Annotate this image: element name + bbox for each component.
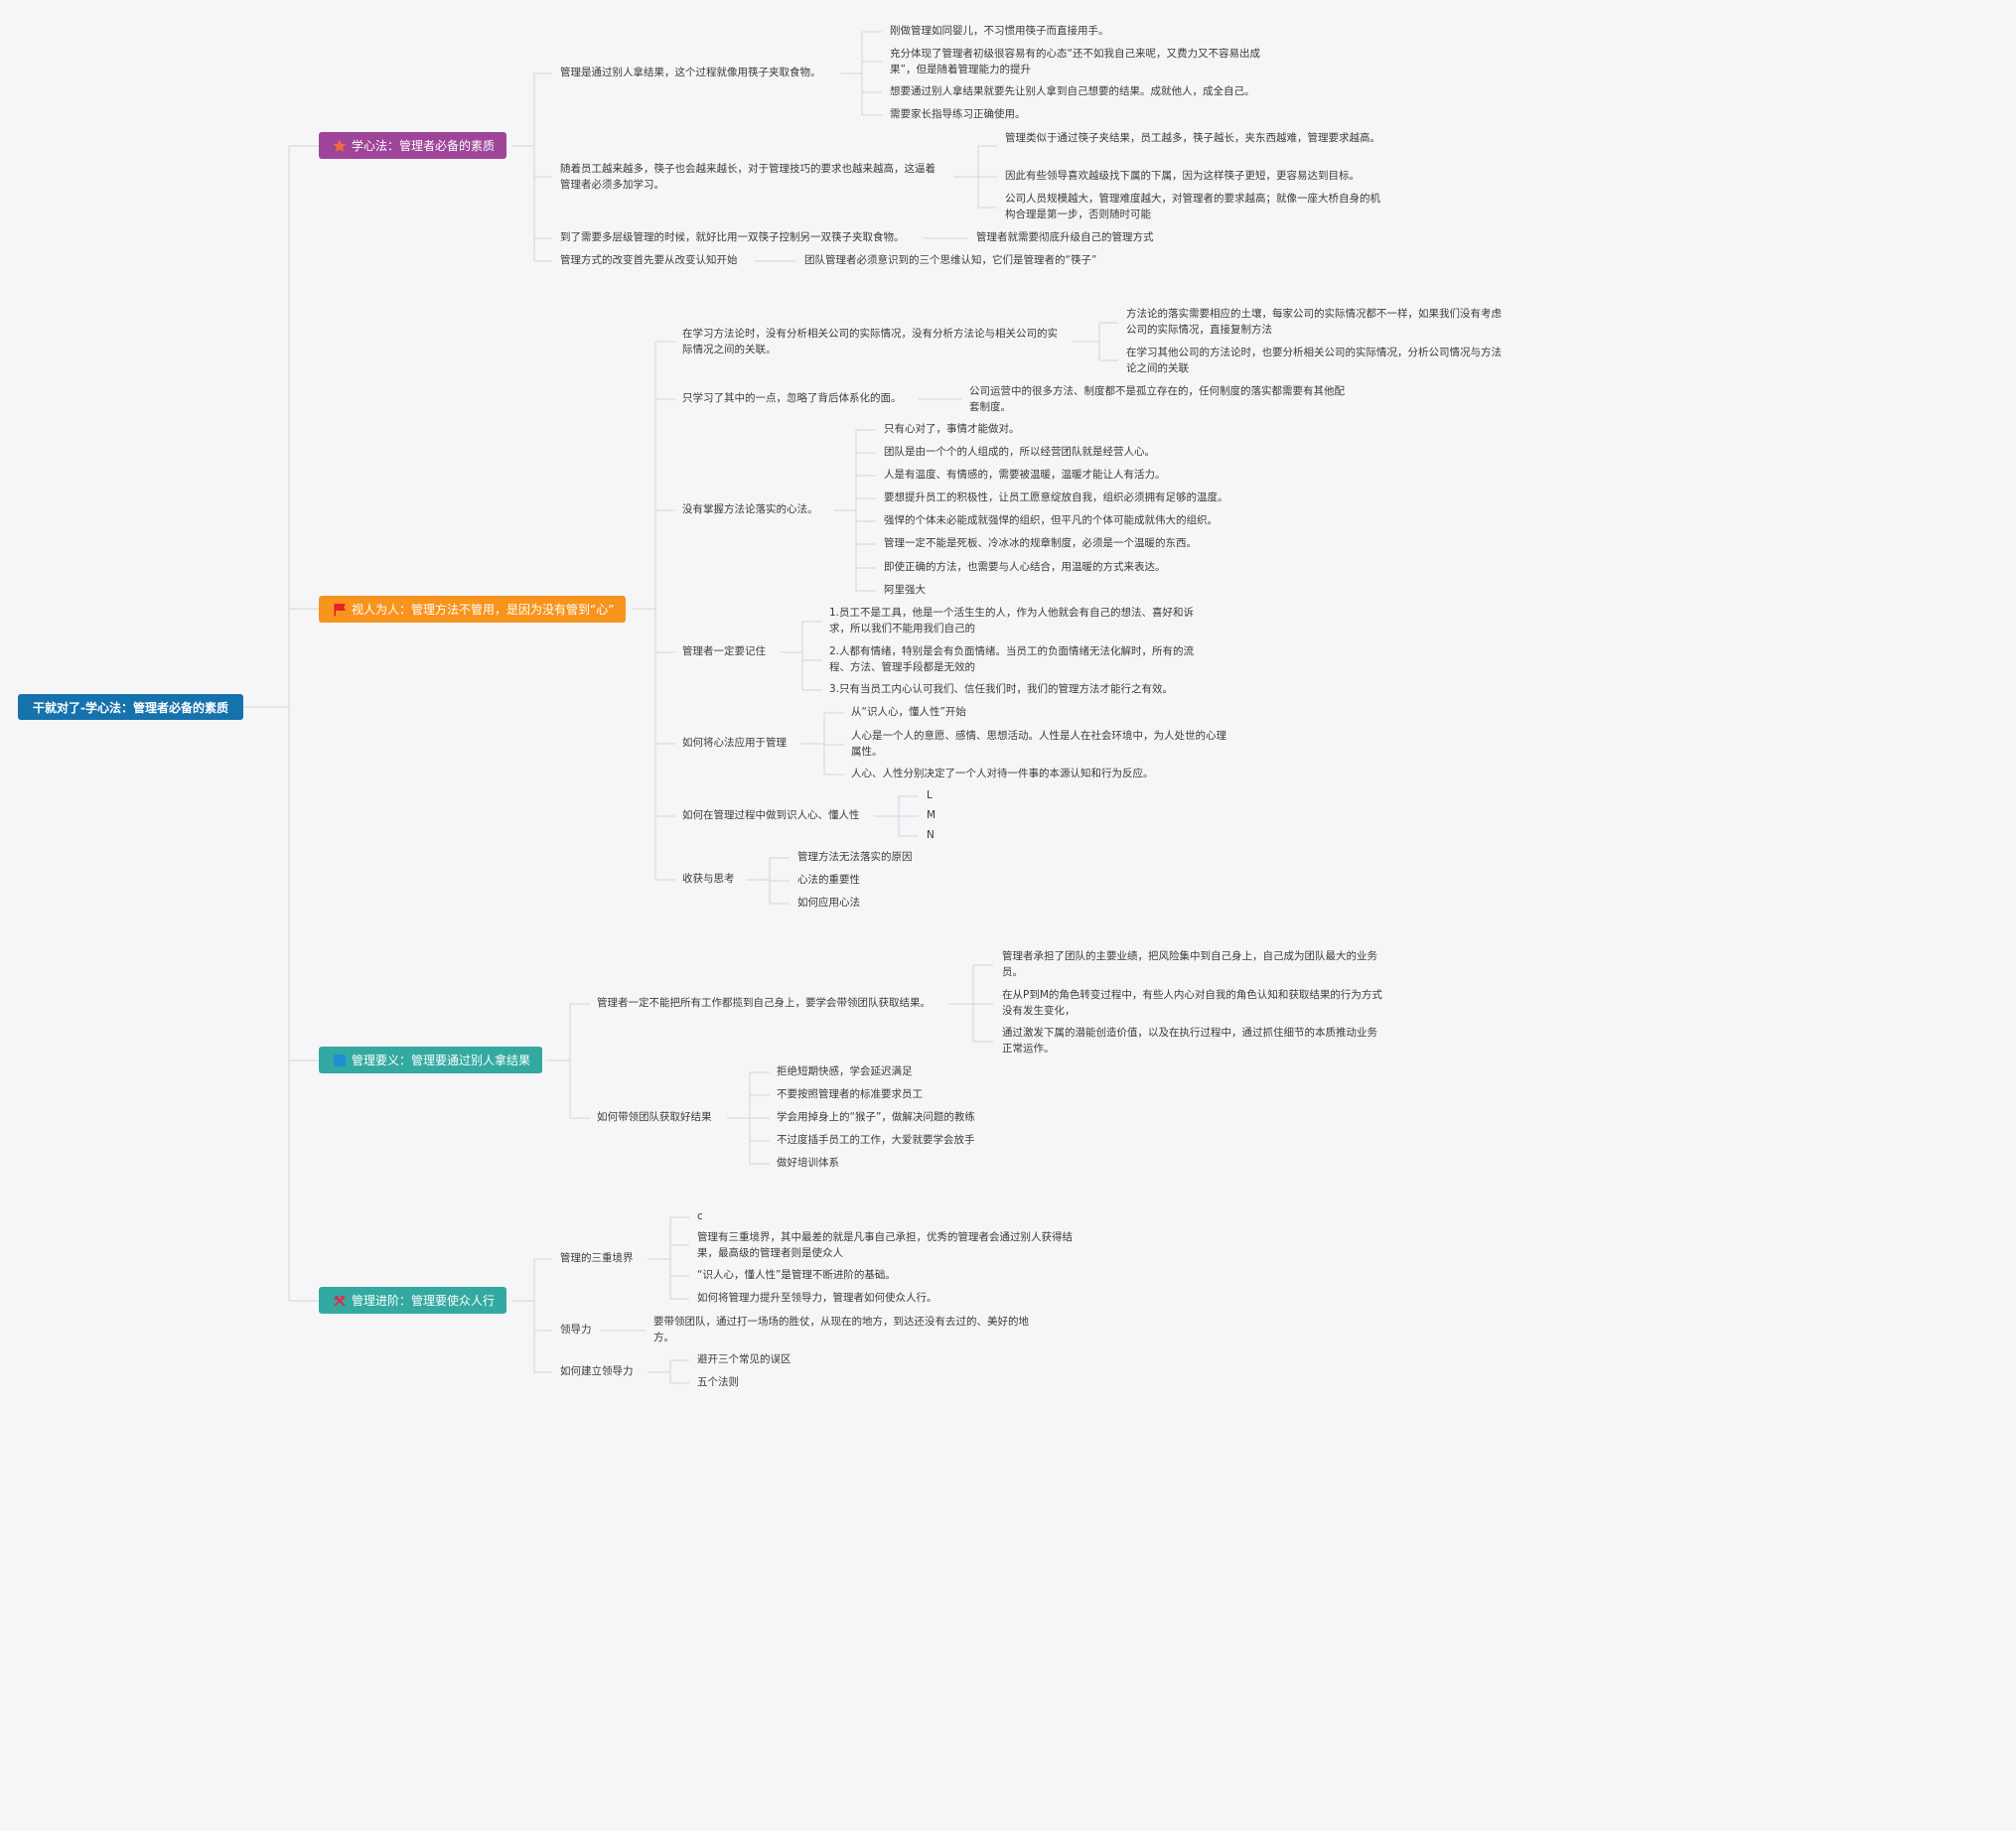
leaf-topic[interactable]: “识人心，懂人性”是管理不断进阶的基础。 bbox=[697, 1269, 896, 1281]
branch-label: 管理要义：管理要通过别人拿结果 bbox=[352, 1054, 531, 1067]
leaf-topic[interactable]: L bbox=[927, 789, 933, 801]
topic-node[interactable]: 只学习了其中的一点，忽略了背后体系化的面。 bbox=[682, 392, 902, 404]
leaf-topic[interactable]: c bbox=[697, 1210, 703, 1222]
topic-node[interactable]: 到了需要多层级管理的时候，就好比用一双筷子控制另一双筷子夹取食物。 bbox=[560, 231, 905, 243]
leaf-topic[interactable]: 心法的重要性 bbox=[797, 874, 860, 886]
leaf-topic[interactable]: 充分体现了管理者初级很容易有的心态“还不如我自己来呢，又费力又不容易出成果”，但… bbox=[890, 48, 1260, 75]
leaf-topic[interactable]: 团队是由一个个的人组成的，所以经营团队就是经营人心。 bbox=[884, 446, 1155, 458]
leaf-topic[interactable]: 要想提升员工的积极性，让员工愿意绽放自我，组织必须拥有足够的温度。 bbox=[884, 492, 1228, 503]
leaf-topic[interactable]: 因此有些领导喜欢越级找下属的下属，因为这样筷子更短，更容易达到目标。 bbox=[1005, 170, 1360, 182]
leaf-topic[interactable]: 学会用掉身上的“猴子”，做解决问题的教练 bbox=[777, 1111, 975, 1123]
leaf-topic[interactable]: 即使正确的方法，也需要与人心结合，用温暖的方式来表达。 bbox=[884, 561, 1166, 573]
leaf-topic[interactable]: N bbox=[927, 829, 935, 841]
leaf-topic[interactable]: 方法论的落实需要相应的土壤，每家公司的实际情况都不一样，如果我们没有考虑公司的实… bbox=[1126, 308, 1502, 336]
topic-node[interactable]: 随着员工越来越多，筷子也会越来越长，对于管理技巧的要求也越来越高，这逼着管理者必… bbox=[560, 163, 936, 191]
leaf-topic[interactable]: 不过度插手员工的工作，大爱就要学会放手 bbox=[777, 1134, 975, 1146]
topic-node[interactable]: 没有掌握方法论落实的心法。 bbox=[682, 503, 818, 515]
leaf-topic[interactable]: 避开三个常见的误区 bbox=[697, 1353, 792, 1365]
leaf-topic[interactable]: 公司人员规模越大，管理难度越大，对管理者的要求越高；就像一座大桥自身的机构合理是… bbox=[1005, 193, 1380, 220]
branch-label: 视人为人：管理方法不管用，是因为没有管到“心” bbox=[352, 603, 615, 617]
leaf-topic[interactable]: 3.只有当员工内心认可我们、信任我们时，我们的管理方法才能行之有效。 bbox=[829, 683, 1174, 695]
leaf-topic[interactable]: 人心、人性分别决定了一个人对待一件事的本源认知和行为反应。 bbox=[851, 768, 1154, 779]
leaf-topic[interactable]: 在学习其他公司的方法论时，也要分析相关公司的实际情况，分析公司情况与方法论之间的… bbox=[1126, 347, 1502, 374]
leaf-topic[interactable]: M bbox=[927, 809, 936, 821]
tools-icon bbox=[333, 1294, 347, 1308]
topic-node[interactable]: 如何建立领导力 bbox=[560, 1365, 634, 1377]
topic-node[interactable]: 管理者一定不能把所有工作都揽到自己身上，要学会带领团队获取结果。 bbox=[597, 997, 931, 1009]
leaf-topic[interactable]: 如何将管理力提升至领导力，管理者如何使众人行。 bbox=[697, 1292, 937, 1304]
leaf-topic[interactable]: 管理者就需要彻底升级自己的管理方式 bbox=[976, 231, 1154, 243]
flag-icon bbox=[333, 603, 347, 617]
branch-topic-guanliyaoyi[interactable]: 管理要义：管理要通过别人拿结果 bbox=[319, 1047, 543, 1073]
branch-topic-guanlijinjie[interactable]: 管理进阶：管理要使众人行 bbox=[319, 1287, 507, 1314]
square-icon bbox=[333, 1054, 347, 1067]
mindmap-canvas: 干就对了-学心法：管理者必备的素质 学心法：管理者必备的素质 视人为人：管理方法… bbox=[18, 25, 1502, 1388]
topic-node[interactable]: 管理方式的改变首先要从改变认知开始 bbox=[560, 254, 738, 266]
leaf-topic[interactable]: 管理方法无法落实的原因 bbox=[797, 851, 913, 863]
leaf-topic[interactable]: 拒绝短期快感，学会延迟满足 bbox=[777, 1065, 913, 1077]
topic-node[interactable]: 领导力 bbox=[560, 1324, 592, 1336]
star-icon bbox=[333, 139, 347, 153]
leaf-topic[interactable]: 2.人都有情绪，特别是会有负面情绪。当员工的负面情绪无法化解时，所有的流程、方法… bbox=[829, 645, 1195, 673]
leaf-topic[interactable]: 人是有温度、有情感的，需要被温暖，温暖才能让人有活力。 bbox=[884, 469, 1166, 481]
leaf-topic[interactable]: 从“识人心，懂人性”开始 bbox=[851, 706, 966, 718]
leaf-topic[interactable]: 做好培训体系 bbox=[777, 1157, 839, 1169]
topic-node[interactable]: 管理的三重境界 bbox=[560, 1252, 634, 1264]
topic-node[interactable]: 如何将心法应用于管理 bbox=[682, 737, 787, 749]
leaf-topic[interactable]: 需要家长指导练习正确使用。 bbox=[890, 108, 1026, 120]
leaf-topic[interactable]: 在从P到M的角色转变过程中，有些人内心对自我的角色认知和获取结果的行为方式没有发… bbox=[1002, 989, 1382, 1017]
leaf-topic[interactable]: 如何应用心法 bbox=[797, 897, 860, 909]
leaf-topic[interactable]: 阿里强大 bbox=[884, 584, 926, 596]
topic-node[interactable]: 如何在管理过程中做到识人心、懂人性 bbox=[682, 809, 860, 821]
leaf-topic[interactable]: 管理类似于通过筷子夹结果，员工越多，筷子越长，夹东西越难，管理要求越高。 bbox=[1005, 132, 1380, 144]
connector-lines bbox=[243, 31, 1118, 1384]
leaf-topic[interactable]: 通过激发下属的潜能创造价值，以及在执行过程中，通过抓住细节的本质推动业务正常运作… bbox=[1002, 1027, 1377, 1055]
leaf-topic[interactable]: 团队管理者必须意识到的三个思维认知，它们是管理者的“筷子” bbox=[804, 254, 1097, 266]
leaf-topic[interactable]: 管理有三重境界，其中最差的就是凡事自己承担，优秀的管理者会通过别人获得结果，最高… bbox=[697, 1231, 1073, 1259]
leaf-topic[interactable]: 管理者承担了团队的主要业绩，把风险集中到自己身上，自己成为团队最大的业务员。 bbox=[1002, 950, 1377, 978]
branch-topic-shirenweiren[interactable]: 视人为人：管理方法不管用，是因为没有管到“心” bbox=[319, 596, 627, 623]
leaf-topic[interactable]: 管理一定不能是死板、冷冰冰的规章制度，必须是一个温暖的东西。 bbox=[884, 537, 1197, 549]
branch-label: 学心法：管理者必备的素质 bbox=[352, 139, 496, 153]
branch-label: 管理进阶：管理要使众人行 bbox=[352, 1294, 496, 1308]
leaf-topic[interactable]: 人心是一个人的意愿、感情、思想活动。人性是人在社会环境中，为人处世的心理属性。 bbox=[851, 730, 1226, 758]
leaf-topic[interactable]: 公司运营中的很多方法、制度都不是孤立存在的，任何制度的落实都需要有其他配套制度。 bbox=[969, 385, 1345, 413]
topic-node[interactable]: 管理者一定要记住 bbox=[682, 645, 766, 657]
topic-node[interactable]: 管理是通过别人拿结果，这个过程就像用筷子夹取食物。 bbox=[560, 67, 821, 78]
leaf-topic[interactable]: 强悍的个体未必能成就强悍的组织，但平凡的个体可能成就伟大的组织。 bbox=[884, 514, 1218, 526]
leaf-topic[interactable]: 五个法则 bbox=[697, 1376, 739, 1388]
leaf-topic[interactable]: 想要通过别人拿结果就要先让别人拿到自己想要的结果。成就他人，成全自己。 bbox=[890, 85, 1255, 97]
leaf-topic[interactable]: 要带领团队，通过打一场场的胜仗，从现在的地方，到达还没有去过的、美好的地方。 bbox=[653, 1316, 1029, 1343]
root-topic[interactable]: 干就对了-学心法：管理者必备的素质 bbox=[18, 694, 243, 720]
leaf-topic[interactable]: 刚做管理如同婴儿，不习惯用筷子而直接用手。 bbox=[890, 25, 1109, 37]
topic-node[interactable]: 在学习方法论时，没有分析相关公司的实际情况，没有分析方法论与相关公司的实际情况之… bbox=[682, 328, 1058, 355]
topic-node[interactable]: 如何带领团队获取好结果 bbox=[597, 1111, 712, 1123]
leaf-topic[interactable]: 只有心对了，事情才能做对。 bbox=[884, 423, 1020, 435]
leaf-topic[interactable]: 1.员工不是工具，他是一个活生生的人，作为人他就会有自己的想法、喜好和诉求，所以… bbox=[829, 607, 1195, 634]
leaf-topic[interactable]: 不要按照管理者的标准要求员工 bbox=[777, 1088, 923, 1100]
topic-node[interactable]: 收获与思考 bbox=[682, 873, 735, 885]
branch-topic-xuexinfa[interactable]: 学心法：管理者必备的素质 bbox=[319, 132, 507, 159]
